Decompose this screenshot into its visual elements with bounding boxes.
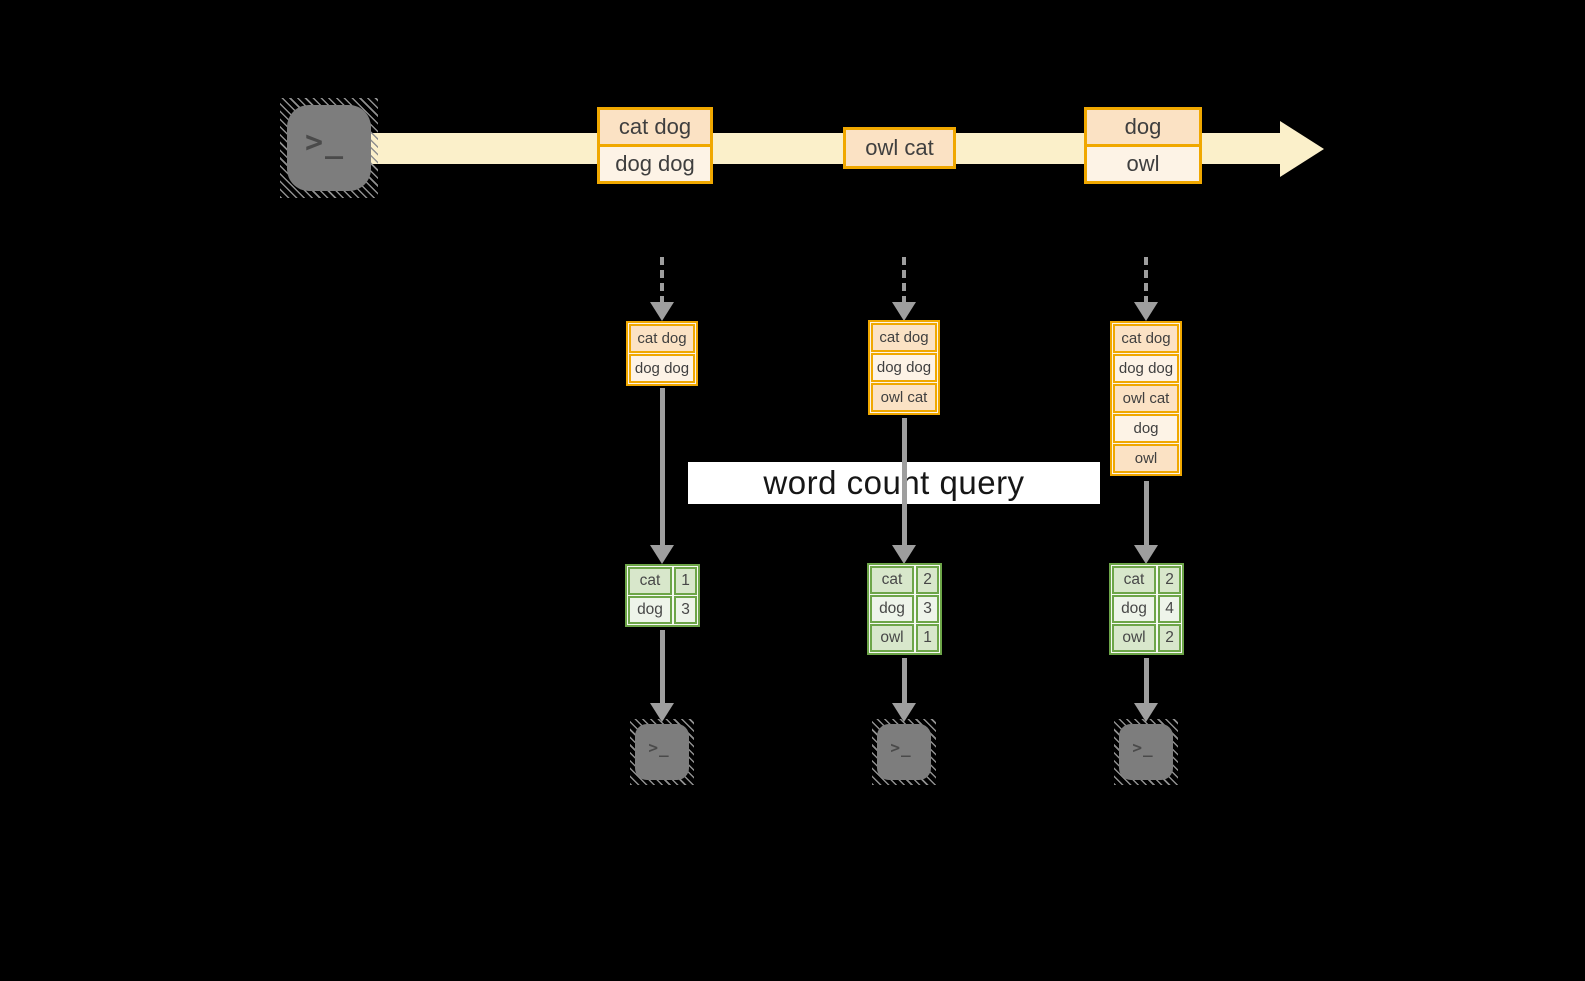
query-banner: word count query bbox=[688, 462, 1100, 504]
stream-record: dog bbox=[1084, 107, 1202, 147]
stacked-record: owl cat bbox=[871, 383, 937, 412]
count-cell: 4 bbox=[1158, 595, 1181, 623]
stream-event-batch-2: owl cat bbox=[843, 127, 956, 169]
word-cell: owl bbox=[870, 624, 914, 652]
terminal-screen: >_ bbox=[1119, 724, 1173, 780]
output-arrowhead-3-icon bbox=[1134, 703, 1158, 722]
word-cell: cat bbox=[870, 566, 914, 594]
terminal-screen: >_ bbox=[877, 724, 931, 780]
trigger-arrow-3 bbox=[1144, 257, 1148, 304]
word-cell: cat bbox=[628, 567, 672, 595]
count-cell: 2 bbox=[1158, 566, 1181, 594]
trigger-arrowhead-1-icon bbox=[650, 302, 674, 321]
count-cell: 1 bbox=[916, 624, 939, 652]
count-cell: 2 bbox=[916, 566, 939, 594]
word-cell: cat bbox=[1112, 566, 1156, 594]
stacked-record: cat dog bbox=[871, 323, 937, 352]
prompt-glyph: >_ bbox=[1132, 737, 1154, 757]
trigger-arrowhead-3-icon bbox=[1134, 302, 1158, 321]
word-cell: owl bbox=[1112, 624, 1156, 652]
stacked-record: owl cat bbox=[1113, 384, 1179, 413]
query-arrow-1 bbox=[660, 388, 665, 545]
stream-record: owl cat bbox=[843, 127, 956, 169]
stream-source-terminal-icon: >_ bbox=[280, 98, 378, 198]
query-label: word count query bbox=[763, 464, 1025, 501]
trigger-arrow-1 bbox=[660, 257, 664, 304]
stacked-record: dog dog bbox=[629, 354, 695, 383]
trigger-arrowhead-2-icon bbox=[892, 302, 916, 321]
query-arrowhead-2-icon bbox=[892, 545, 916, 564]
word-cell: dog bbox=[628, 596, 672, 624]
count-cell: 3 bbox=[916, 595, 939, 623]
count-cell: 1 bbox=[674, 567, 697, 595]
stream-record: cat dog bbox=[597, 107, 713, 147]
prompt-glyph: >_ bbox=[648, 737, 670, 757]
trigger-arrow-2 bbox=[902, 257, 906, 304]
query-arrow-3 bbox=[1144, 481, 1149, 545]
output-arrow-3 bbox=[1144, 658, 1149, 703]
stacked-record: owl bbox=[1113, 444, 1179, 473]
stacked-record: dog dog bbox=[1113, 354, 1179, 383]
output-arrowhead-1-icon bbox=[650, 703, 674, 722]
prompt-glyph: >_ bbox=[890, 737, 912, 757]
prompt-glyph: >_ bbox=[304, 124, 346, 160]
query-arrow-2 bbox=[902, 418, 907, 545]
count-cell: 3 bbox=[674, 596, 697, 624]
query-arrowhead-1-icon bbox=[650, 545, 674, 564]
stream-record: owl bbox=[1084, 144, 1202, 184]
sink-terminal-1-icon: >_ bbox=[630, 719, 694, 785]
terminal-screen: >_ bbox=[635, 724, 689, 780]
stream-timeline-arrowhead-icon bbox=[1280, 121, 1324, 177]
output-arrow-2 bbox=[902, 658, 907, 703]
word-cell: dog bbox=[870, 595, 914, 623]
terminal-screen: >_ bbox=[287, 105, 371, 191]
sink-terminal-3-icon: >_ bbox=[1114, 719, 1178, 785]
output-arrow-1 bbox=[660, 630, 665, 703]
word-cell: dog bbox=[1112, 595, 1156, 623]
stacked-record: dog dog bbox=[871, 353, 937, 382]
output-arrowhead-2-icon bbox=[892, 703, 916, 722]
stacked-record: dog bbox=[1113, 414, 1179, 443]
sink-terminal-2-icon: >_ bbox=[872, 719, 936, 785]
count-cell: 2 bbox=[1158, 624, 1181, 652]
stacked-record: cat dog bbox=[629, 324, 695, 353]
stream-record: dog dog bbox=[597, 144, 713, 184]
stacked-record: cat dog bbox=[1113, 324, 1179, 353]
query-arrowhead-3-icon bbox=[1134, 545, 1158, 564]
